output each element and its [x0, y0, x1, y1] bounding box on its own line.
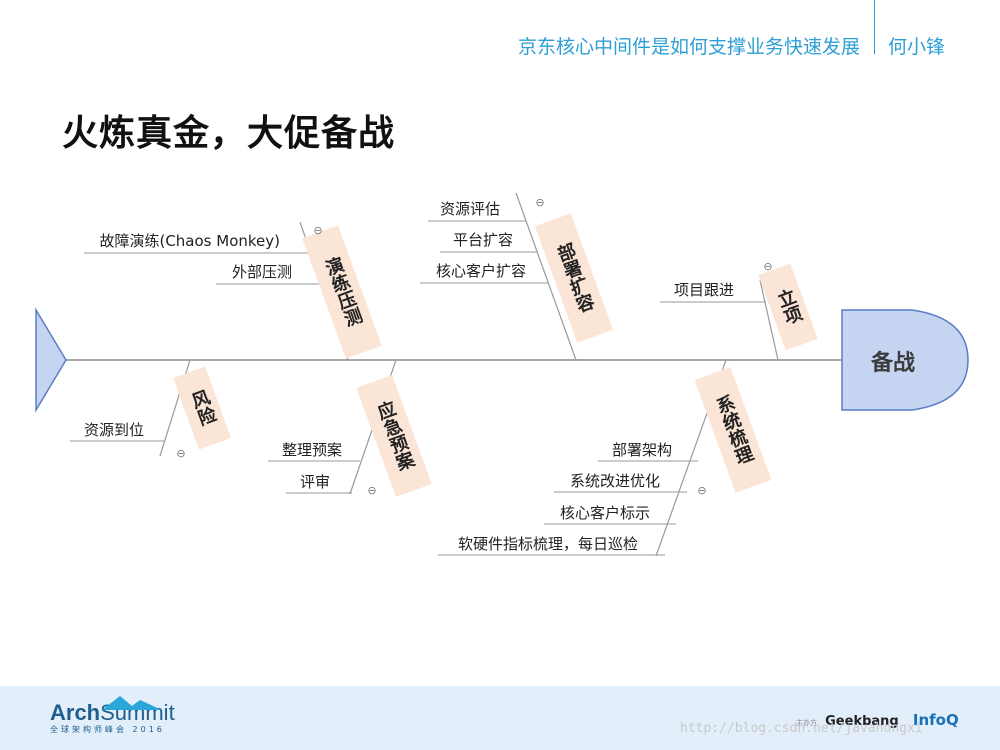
watermark-url: http://blog.csdn.net/javahongxi — [680, 721, 923, 736]
branch-risk: 资源到位 风险 ⊖ — [70, 359, 231, 460]
fishbone-head — [841, 309, 969, 411]
collapse-icon[interactable]: ⊖ — [367, 484, 376, 497]
header-author: 何小锋 — [888, 36, 946, 58]
item-organize-plan: 整理预案 — [282, 441, 342, 459]
item-core-client-scale: 核心客户扩容 — [436, 262, 526, 280]
branch-tag — [302, 225, 382, 359]
branch-deploy-scale: 资源评估 平台扩容 核心客户扩容 部署扩容 ⊖ — [420, 192, 614, 361]
item-review: 评审 — [300, 473, 330, 491]
mountain-icon — [102, 696, 162, 710]
header-divider — [874, 0, 875, 54]
item-project-follow: 项目跟进 — [674, 281, 734, 299]
fishbone-diagram: 备战 故障演练(Chaos Monkey) 外部压测 演练压测 ⊖ 资源评估 平… — [35, 192, 969, 557]
item-metrics-inspection: 软硬件指标梳理，每日巡检 — [458, 535, 638, 553]
footer-bar — [0, 686, 1000, 750]
branch-system-review: 部署架构 系统改进优化 核心客户标示 软硬件指标梳理，每日巡检 系统梳理 ⊖ — [438, 359, 772, 557]
sponsor-logos: 主办方 Geekbang InfoQ — [796, 711, 959, 729]
branch-tag — [758, 263, 818, 351]
collapse-icon[interactable]: ⊖ — [176, 447, 185, 460]
item-resource-eval: 资源评估 — [440, 200, 500, 218]
archsummit-logo: ArchSummit 全球架构师峰会 2016 — [50, 696, 175, 735]
branch-tag — [173, 366, 231, 450]
branch-tag — [356, 374, 432, 498]
collapse-icon[interactable]: ⊖ — [697, 484, 706, 497]
fishbone-head-label: 备战 — [870, 350, 915, 376]
collapse-icon[interactable]: ⊖ — [763, 260, 772, 273]
branch-emergency-plan: 整理预案 评审 应急预案 ⊖ — [268, 359, 432, 498]
sponsor-label: 主办方 — [796, 719, 817, 727]
slide-title: 火炼真金，大促备战 — [62, 113, 396, 154]
brand-subtitle: 全球架构师峰会 2016 — [50, 725, 165, 734]
fishbone-tail — [35, 307, 67, 413]
item-platform-scale: 平台扩容 — [453, 231, 513, 249]
item-core-client-mark: 核心客户标示 — [560, 504, 650, 522]
branch-drill-pressure: 故障演练(Chaos Monkey) 外部压测 演练压测 ⊖ — [84, 221, 382, 361]
collapse-icon[interactable]: ⊖ — [535, 196, 544, 209]
item-system-improve: 系统改进优化 — [570, 472, 660, 490]
infoq-logo: InfoQ — [912, 711, 959, 729]
header-title: 京东核心中间件是如何支撑业务快速发展 — [517, 36, 860, 58]
brand-name-arch: Arch — [50, 700, 101, 725]
branch-tag — [534, 213, 614, 343]
collapse-icon[interactable]: ⊖ — [313, 224, 322, 237]
item-external-pressure: 外部压测 — [232, 263, 292, 281]
item-deploy-architecture: 部署架构 — [612, 441, 672, 459]
branch-project: 项目跟进 立项 ⊖ — [660, 260, 818, 361]
item-resource-ready: 资源到位 — [84, 421, 144, 439]
item-chaos-monkey: 故障演练(Chaos Monkey) — [99, 232, 280, 250]
geekbang-logo: Geekbang — [825, 714, 899, 729]
branch-tag — [694, 367, 772, 493]
